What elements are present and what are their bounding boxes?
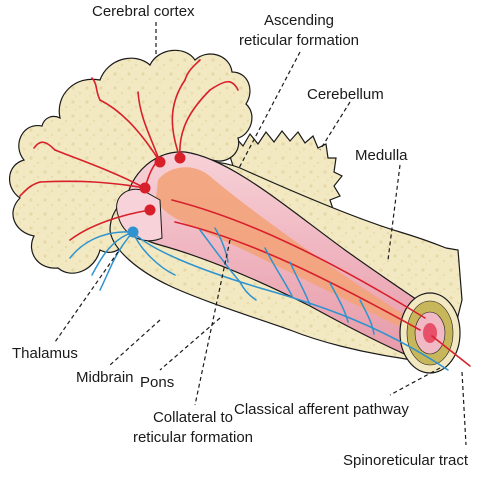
neuron-dot: [144, 204, 156, 216]
label-medulla: Medulla: [355, 147, 408, 164]
label-spinoreticular: Spinoreticular tract: [343, 452, 469, 469]
label-ascending-line1: Ascending: [264, 12, 334, 29]
label-cerebral-cortex: Cerebral cortex: [92, 3, 195, 20]
leader-lines: [54, 22, 467, 446]
label-collateral-line1: Collateral to: [153, 409, 233, 426]
label-classical-afferent: Classical afferent pathway: [234, 401, 409, 418]
reticular-core: [156, 167, 420, 335]
red-pathways: [19, 59, 471, 367]
blue-pathways: [69, 227, 449, 371]
neuron-dot: [139, 182, 151, 194]
label-ascending-line2: reticular formation: [239, 32, 359, 49]
label-thalamus: Thalamus: [12, 345, 78, 362]
spinal-cord-center: [423, 323, 437, 343]
neurons: [127, 152, 186, 238]
thalamic-neuron-dot: [127, 226, 139, 238]
neuron-dot: [154, 156, 166, 168]
label-collateral-line2: reticular formation: [133, 429, 253, 446]
neuron-dot: [174, 152, 186, 164]
label-pons: Pons: [140, 374, 174, 391]
label-midbrain: Midbrain: [76, 369, 134, 386]
label-cerebellum: Cerebellum: [307, 86, 384, 103]
